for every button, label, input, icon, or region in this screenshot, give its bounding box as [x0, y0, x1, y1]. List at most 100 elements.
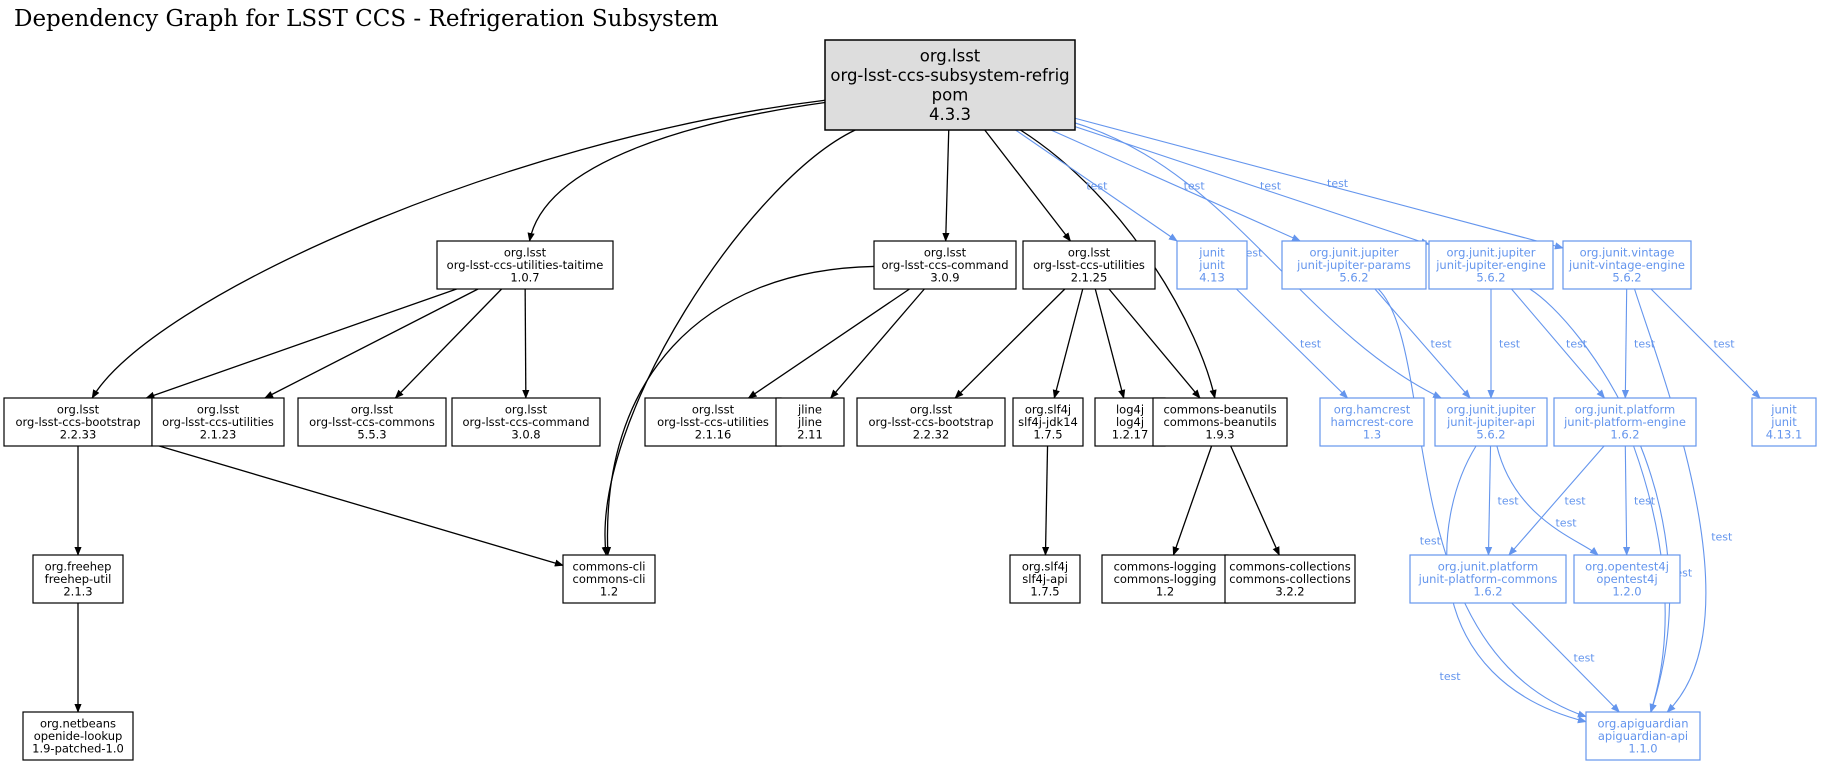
node-label-line: org.lsst: [57, 403, 100, 417]
node-label-line: 5.6.2: [1612, 271, 1641, 285]
node-label-line: org.lsst: [197, 403, 240, 417]
node-box: [1562, 240, 1692, 290]
node-jupiter_engine[interactable]: org.junit.jupiterjunit-jupiter-engine5.6…: [1428, 240, 1554, 290]
node-label-line: org-lsst-ccs-bootstrap: [15, 415, 140, 429]
node-label-line: slf4j-api: [1022, 572, 1067, 586]
node-box: [1152, 397, 1288, 447]
node-label-line: org.slf4j: [1022, 560, 1068, 574]
node-box: [856, 397, 1006, 447]
node-box: [151, 397, 285, 447]
node-label-line: commons-collections: [1229, 560, 1350, 574]
node-label-line: pom: [932, 86, 969, 105]
node-label-line: org-lsst-ccs-utilities: [1033, 258, 1145, 272]
node-root[interactable]: org.lsstorg-lsst-ccs-subsystem-refrigpom…: [824, 39, 1076, 131]
edge-jupiter_engine-to-platform_engine: [1511, 288, 1606, 399]
node-label-line: org.junit.jupiter: [1310, 246, 1399, 260]
node-label-line: 4.3.3: [929, 105, 971, 124]
edge-label-jupiter_params-to-apiguardian: test: [1420, 535, 1442, 548]
node-box: [1553, 397, 1697, 447]
edge-root-to-utilities_2125: [984, 129, 1072, 242]
node-label-line: org-lsst-ccs-bootstrap: [868, 415, 993, 429]
node-vintage_engine[interactable]: org.junit.vintagejunit-vintage-engine5.6…: [1562, 240, 1692, 290]
node-label-line: junit-jupiter-engine: [1435, 258, 1546, 272]
node-label-line: 2.1.23: [200, 428, 237, 442]
edge-label-vintage_engine-to-platform_engine: test: [1634, 338, 1656, 351]
edge-slf4j_jdk14-to-slf4j_api: [1042, 445, 1050, 556]
edge-command_309-to-utilities_2116: [747, 288, 910, 399]
node-label-line: org.lsst: [351, 403, 394, 417]
node-label-line: commons-beanutils: [1163, 403, 1276, 417]
node-platform_engine[interactable]: org.junit.platformjunit-platform-engine1…: [1553, 397, 1697, 447]
edge-root-to-junit_413: [1015, 129, 1178, 242]
node-label-line: 5.6.2: [1476, 271, 1505, 285]
edge-label-root-to-junit_413: test: [1086, 180, 1108, 193]
node-label-line: junit: [1198, 258, 1225, 272]
node-commons_collections[interactable]: commons-collectionscommons-collections3.…: [1224, 554, 1356, 604]
node-label-line: org.lsst: [910, 403, 953, 417]
node-utilities_taitime[interactable]: org.lsstorg-lsst-ccs-utilities-taitime1.…: [436, 240, 614, 290]
node-label-line: commons-logging: [1114, 572, 1217, 586]
edge-utilities_taitime-to-bootstrap_2233: [145, 288, 457, 399]
node-label-line: 4.13: [1199, 271, 1225, 285]
node-label-line: 5.6.2: [1476, 428, 1505, 442]
edge-label-vintage_engine-to-apiguardian: test: [1711, 530, 1733, 543]
node-label-line: commons-cli: [573, 560, 646, 574]
node-label-line: org.junit.jupiter: [1447, 246, 1536, 260]
node-box: [436, 240, 614, 290]
edge-label-jupiter_api-to-apiguardian: test: [1440, 670, 1462, 683]
node-openide[interactable]: org.netbeansopenide-lookup1.9-patched-1.…: [22, 711, 134, 761]
edge-label-jupiter_api-to-platform_commons: test: [1498, 495, 1520, 508]
node-label-line: org.hamcrest: [1334, 403, 1411, 417]
node-label-line: org.netbeans: [40, 717, 116, 731]
edge-jupiter_api-to-opentest4j: [1496, 445, 1599, 556]
node-box: [1176, 240, 1248, 290]
node-box: [3, 397, 153, 447]
node-label-line: org-lsst-ccs-commons: [309, 415, 435, 429]
node-label-line: org.junit.jupiter: [1447, 403, 1536, 417]
node-platform_commons[interactable]: org.junit.platformjunit-platform-commons…: [1409, 554, 1567, 604]
node-label-line: openide-lookup: [34, 729, 123, 743]
node-label-line: org.lsst: [505, 403, 548, 417]
edge-label-jupiter_api-to-opentest4j: test: [1555, 517, 1577, 530]
node-label-line: org.lsst: [504, 246, 547, 260]
edge-root-to-bootstrap_2233: [91, 99, 826, 399]
node-box: [1224, 554, 1356, 604]
node-box: [1012, 397, 1084, 447]
edge-root-to-command_309: [942, 129, 950, 242]
node-label-line: org.opentest4j: [1585, 560, 1669, 574]
edge-command_309-to-jline: [830, 288, 925, 399]
node-label-line: 1.0.7: [510, 271, 539, 285]
node-jupiter_params[interactable]: org.junit.jupiterjunit-jupiter-params5.6…: [1281, 240, 1427, 290]
node-label-line: apiguardian-api: [1598, 729, 1688, 743]
edge-platform_commons-to-apiguardian: [1511, 602, 1620, 713]
graph-title: Dependency Graph for LSST CCS - Refriger…: [14, 6, 719, 32]
node-label-line: junit-vintage-engine: [1568, 258, 1685, 272]
node-label-line: org-lsst-ccs-command: [881, 258, 1008, 272]
node-box: [1434, 397, 1548, 447]
node-label-line: org.freehep: [45, 560, 112, 574]
node-label-line: commons-cli: [573, 572, 646, 586]
node-label-line: log4j: [1116, 415, 1144, 429]
